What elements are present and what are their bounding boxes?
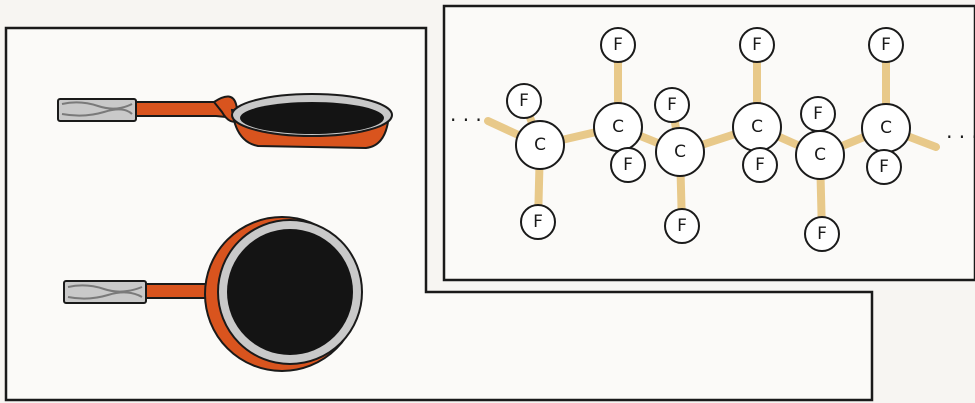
atom-label: F (813, 104, 823, 124)
atom-label: F (881, 35, 891, 55)
carbon-atom: C (593, 102, 643, 152)
atom-label: F (519, 91, 529, 111)
fluorine-atom: F (520, 204, 556, 240)
fluorine-atom: F (804, 216, 840, 252)
fluorine-atom: F (866, 149, 902, 185)
carbon-atom: C (732, 102, 782, 152)
atom-label: C (880, 118, 892, 138)
atom-label: F (817, 224, 827, 244)
frying-pan-side-icon (57, 93, 393, 150)
atom-label: C (814, 145, 826, 165)
carbon-atom: C (795, 130, 845, 180)
atom-label: F (677, 216, 687, 236)
fluorine-atom: F (654, 87, 690, 123)
carbon-atom: C (655, 127, 705, 177)
carbon-atom: C (515, 120, 565, 170)
atom-label: F (613, 35, 623, 55)
fluorine-atom: F (739, 27, 775, 63)
fluorine-atom: F (506, 83, 542, 119)
chain-continuation-dots: · · · (946, 125, 975, 149)
fluorine-atom: F (664, 208, 700, 244)
atom-label: F (752, 35, 762, 55)
atom-label: F (623, 155, 633, 175)
atom-label: F (755, 155, 765, 175)
carbon-atom: C (861, 103, 911, 153)
fluorine-atom: F (610, 147, 646, 183)
fluorine-atom: F (600, 27, 636, 63)
fluorine-atom: F (742, 147, 778, 183)
frying-pan-top-icon (63, 216, 363, 372)
atom-label: C (534, 135, 546, 155)
atom-label: F (667, 95, 677, 115)
atom-label: C (674, 142, 686, 162)
fluorine-atom: F (868, 27, 904, 63)
atom-label: C (751, 117, 763, 137)
atom-label: F (533, 212, 543, 232)
fluorine-atom: F (800, 96, 836, 132)
atom-label: F (879, 157, 889, 177)
atom-label: C (612, 117, 624, 137)
chain-continuation-dots: · · · (450, 108, 482, 132)
